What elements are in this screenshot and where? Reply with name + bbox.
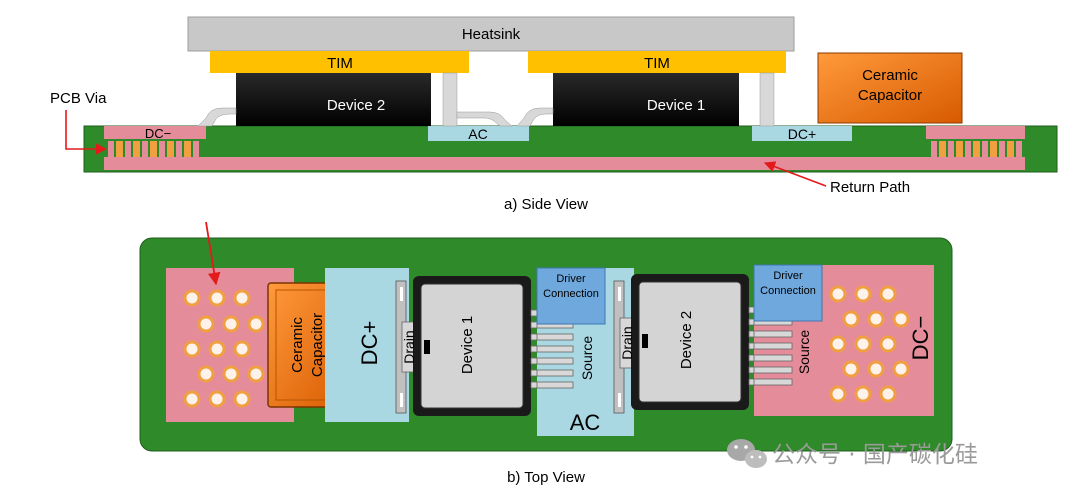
top-ac-label: AC [570,410,601,435]
wechat-icon [727,439,767,468]
side-view-caption: a) Side View [504,196,588,213]
pcb-via-label: PCB Via [50,90,107,107]
top-pcb-via-arrow [205,221,221,286]
side-dc-plus-label: DC+ [788,126,816,142]
side-device-2-lead-left [197,107,237,127]
top-driver-connection-2 [753,264,823,322]
side-device-1-body [553,73,739,126]
top-dc-minus-label: DC− [908,316,933,361]
top-view: Ceramic Capacitor DC+ Drain Device 1 [139,221,953,486]
top-driver-connection-1 [536,267,606,325]
side-right-pad [926,126,1025,139]
top-view-caption: b) Top View [507,469,585,486]
top-dc-plus-label: DC+ [357,321,382,366]
side-ceramic-capacitor [817,52,963,124]
top-device-1-label: Device 1 [459,316,476,374]
top-drain-2-label: Drain [619,326,635,359]
side-device-2-body [236,73,431,126]
side-ac-pad [428,126,529,141]
top-left-vias [183,289,265,408]
top-driver-1-label-1: Driver [556,273,586,285]
side-device-2-label: Device 2 [327,97,385,114]
tim-left [210,51,469,73]
top-device-2-label: Device 2 [678,311,695,369]
top-driver-1-label-2: Connection [543,288,599,300]
heatsink [187,16,795,52]
return-path-layer [104,157,1025,170]
top-device-1 [395,276,531,416]
side-dc-plus-pad [752,126,852,141]
top-dc-plus-pad [325,268,409,422]
side-device-2-lead-right [456,111,513,127]
top-device-2 [613,274,749,414]
side-dc-minus-pad [104,126,206,139]
tim-left-label: TIM [327,55,353,72]
top-driver-2-label-2: Connection [760,285,816,297]
top-capacitor-label-1: Ceramic [289,317,306,373]
watermark: 公众号 · 国产碳化硅 [727,439,978,468]
watermark-text: 公众号 · 国产碳化硅 [772,442,978,468]
top-capacitor-label-2: Capacitor [309,313,326,377]
side-device-1-label: Device 1 [647,97,705,114]
side-ac-label: AC [468,126,487,142]
tim-right [528,51,786,73]
tim-right-label: TIM [644,55,670,72]
top-drain-1-label: Drain [401,330,417,363]
side-view: Heatsink TIM TIM Device 2 Device 1 AC DC… [50,16,1058,213]
side-device-1-lead-left [516,107,554,127]
top-source-1-label: Source [579,336,595,381]
side-vias-right [939,141,1014,157]
return-path-arrow [763,161,827,187]
side-capacitor-label-2: Capacitor [858,87,922,104]
return-path-label: Return Path [830,179,910,196]
side-vias-left [116,141,191,157]
pcb-via-arrow [65,110,108,155]
side-dc-minus-label: DC− [145,126,171,141]
top-right-vias [829,285,910,403]
heatsink-label: Heatsink [462,26,521,43]
top-driver-2-label-1: Driver [773,270,803,282]
top-source-2-label: Source [796,330,812,375]
side-capacitor-label-1: Ceramic [862,67,918,84]
